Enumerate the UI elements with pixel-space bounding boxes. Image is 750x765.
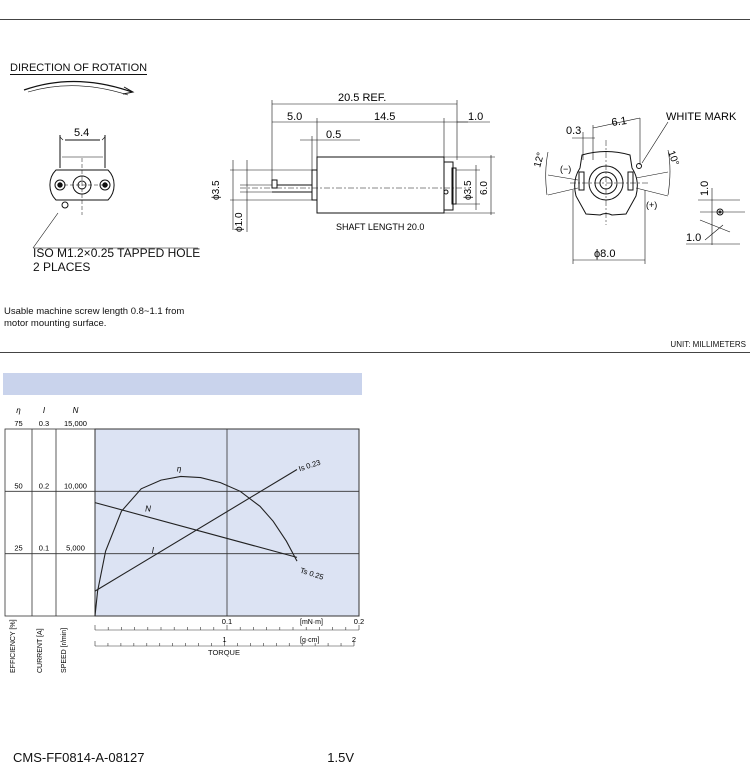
dim-6-0-text: 6.0 [479,181,490,195]
tapped-hole-label: ISO M1.2×0.25 TAPPED HOLE [33,246,201,260]
motor-drawing: 5.4 20.5 REF. 5.0 14.5 [23,80,745,264]
dim-1-0-top-text: 1.0 [468,111,483,123]
rotation-arrow-icon [23,80,133,93]
y-axis-symbol: η [16,406,21,415]
screw-note-line1: Usable machine screw length 0.8~1.1 from [4,306,185,317]
plus-terminal-text: (+) [646,200,657,210]
white-mark-text: WHITE MARK [666,111,737,123]
series-label-efficiency: η [177,464,182,473]
middle-rule [0,352,750,353]
series-label-current: I [152,546,155,555]
dim-1-0-a-text: 1.0 [699,181,711,196]
side-view [230,100,495,232]
rated-voltage: 1.5V [327,750,354,765]
x-tick-label-gcm: 2 [352,635,356,644]
series-line-current [94,469,298,592]
x-tick-label-gcm: 1 [222,635,226,644]
two-places-label: 2 PLACES [33,260,91,274]
y-tick-label: 25 [14,544,22,553]
y-axis-label: CURRENT [A] [37,628,44,673]
dim-0-5-text: 0.5 [326,129,341,141]
angle-10-text: 10° [665,149,681,167]
minus-terminal-text: (−) [560,164,571,174]
top-rule [0,19,750,20]
direction-of-rotation-label: DIRECTION OF ROTATION [10,62,148,75]
screw-note-line2: motor mounting surface. [4,318,107,329]
y-tick-label: 0.2 [39,481,49,490]
dim-6-1-text: 6.1 [611,115,628,129]
dim-phi3-5-right-text: ϕ3.5 [463,180,474,200]
y-tick-label: 5,000 [66,544,85,553]
dim-0-3-text: 0.3 [566,125,581,137]
dim-phi1-0-text: ϕ1.0 [234,212,245,232]
end-view-right [545,117,745,264]
y-tick-label: 15,000 [64,419,87,428]
x-unit-gcm: [g·cm] [300,637,320,644]
angle-12-text: 12° [532,151,547,168]
y-tick-label: 50 [14,481,22,490]
y-tick-label: 0.1 [39,544,49,553]
front-view-left [32,135,198,249]
model-banner: CMS-FF0814-A-08127 1.5V [3,373,362,765]
dim-phi3-5-left-text: ϕ3.5 [211,180,222,200]
y-tick-label: 75 [14,419,22,428]
x-tick-label-mNm: 0.1 [222,617,232,626]
y-axis-symbol: N [73,406,79,415]
dim-20-5-text: 20.5 REF. [338,92,386,104]
dim-5-4-text: 5.4 [74,127,89,139]
x-unit-mNm: [mN·m] [300,619,323,626]
x-axis-label: TORQUE [208,648,240,657]
dim-1-0-b-text: 1.0 [686,232,701,244]
series-label-speed: N [145,505,151,514]
y-axis-label: SPEED [r/min] [61,628,68,673]
y-tick-label: 10,000 [64,481,87,490]
dim-5-0-text: 5.0 [287,111,302,123]
y-axis-symbol: I [43,406,46,415]
y-tick-label: 0.3 [39,419,49,428]
shaft-length-text: SHAFT LENGTH 20.0 [336,222,424,232]
x-tick-label-mNm: 0.2 [354,617,364,626]
y-axis-label: EFFICIENCY [%] [10,619,17,673]
dim-14-5-text: 14.5 [374,111,395,123]
model-number: CMS-FF0814-A-08127 [13,750,145,765]
series-line-efficiency [94,475,298,617]
dim-phi8-0-text: ϕ8.0 [594,248,615,260]
y-axis-panel [4,428,96,617]
unit-label: UNIT: MILLIMETERS [670,340,746,349]
